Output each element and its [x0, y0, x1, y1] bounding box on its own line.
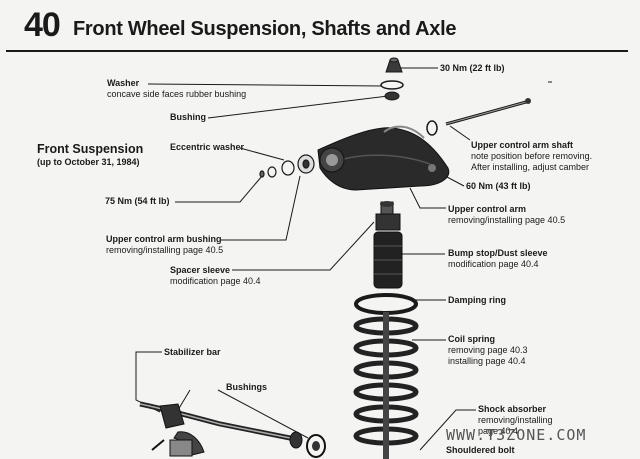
leader-bushing-2: [217, 389, 309, 439]
leader-washer: [147, 83, 383, 87]
upper-control-arm: [317, 125, 450, 191]
chapter-number: 40: [24, 6, 61, 44]
label-stabilizer-bar: Stabilizer bar: [164, 347, 221, 357]
label-torque-75: 75 Nm (54 ft lb): [105, 196, 170, 206]
label-upper-control-arm: Upper control arm removing/installing pa…: [448, 204, 566, 225]
label-bump-stop: Bump stop/Dust sleeve modification page …: [448, 248, 548, 269]
damping-ring-part: [354, 293, 418, 315]
section-subtitle: (up to October 31, 1984): [37, 157, 140, 167]
bushing-part: [384, 91, 400, 101]
label-eccentric-washer: Eccentric washer: [170, 142, 245, 152]
stabilizer-bar-part: [139, 401, 326, 458]
label-bushing: Bushing: [170, 112, 206, 122]
coil-spring-part: [353, 312, 419, 459]
label-washer: Washer concave side faces rubber bushing: [107, 78, 247, 99]
watermark: WWW.T3ZONE.COM: [446, 426, 587, 444]
label-shouldered-bolt: Shouldered bolt: [446, 445, 515, 455]
leader-torque-75: [175, 175, 263, 203]
washer-part: [380, 80, 404, 90]
leader-stabilizer: [135, 351, 162, 413]
leader-eccentric-washer: [239, 147, 285, 161]
control-arm-shaft: [426, 98, 531, 136]
leader-arm-bushing: [220, 175, 301, 241]
leader-shaft: [449, 125, 471, 141]
label-upper-control-arm-bushing: Upper control arm bushing removing/insta…: [106, 234, 224, 255]
section-title: Front Suspension: [37, 142, 144, 156]
header-rule: [6, 50, 628, 52]
leader-upper-arm: [409, 187, 446, 209]
leader-shock: [419, 409, 476, 451]
arm-pivot-parts: [259, 154, 315, 178]
bump-stop-dust-sleeve: [373, 201, 403, 289]
label-torque-60: 60 Nm (43 ft lb): [466, 181, 531, 191]
leader-bushing: [207, 95, 389, 119]
label-damping-ring: Damping ring: [448, 295, 506, 305]
label-shock-absorber: Shock absorber removing/installing page …: [478, 404, 553, 436]
label-upper-control-arm-shaft: Upper control arm shaft note position be…: [471, 140, 593, 172]
label-spacer-sleeve: Spacer sleeve modification page 40.4: [170, 265, 261, 286]
chapter-title: Front Wheel Suspension, Shafts and Axle: [73, 18, 457, 40]
page-header: 40 Front Wheel Suspension, Shafts and Ax…: [0, 0, 640, 56]
leader-bushing-1: [177, 389, 191, 411]
top-nut: [385, 57, 403, 73]
label-coil-spring: Coil spring removing page 40.3 installin…: [448, 334, 528, 366]
label-bushings: Bushings: [226, 382, 268, 392]
label-torque-30: 30 Nm (22 ft lb): [440, 63, 505, 73]
leader-spacer: [232, 221, 375, 271]
